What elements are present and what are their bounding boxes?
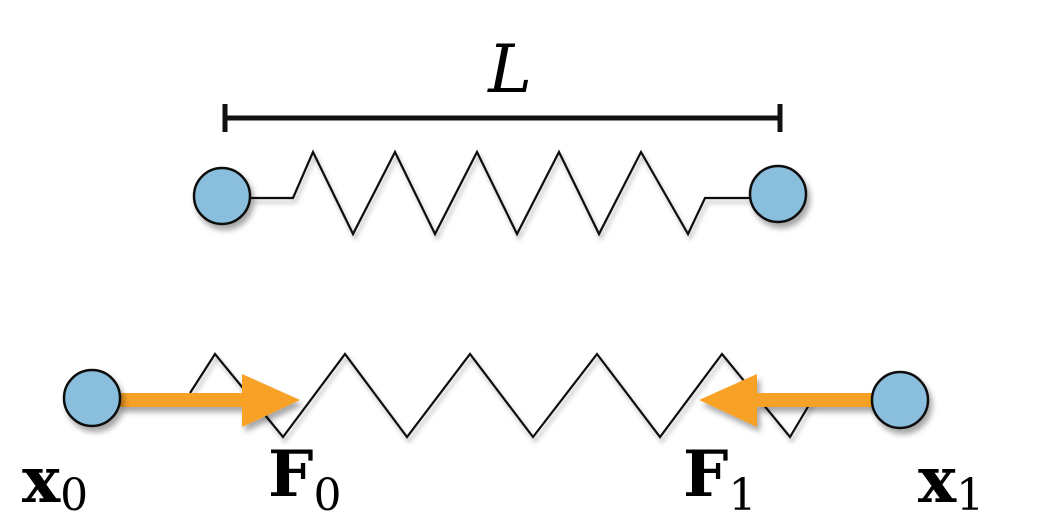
force-arrow-f1 xyxy=(699,374,878,427)
length-label: L xyxy=(487,31,532,108)
label-f1-base: F xyxy=(683,437,728,512)
label-f0-sub: 0 xyxy=(313,470,341,521)
force-arrow-f0 xyxy=(118,374,300,427)
label-x1: x1 xyxy=(918,443,984,521)
label-x1-sub: 1 xyxy=(956,470,984,521)
mass-x1 xyxy=(870,370,930,430)
length-bracket xyxy=(222,104,783,132)
label-f0-base: F xyxy=(268,437,313,512)
label-x0-base: x xyxy=(22,443,61,518)
label-x0: x0 xyxy=(22,443,88,521)
label-x0-sub: 0 xyxy=(60,470,88,521)
label-x1-base: x xyxy=(918,443,957,518)
compressed-spring-coil xyxy=(189,352,813,439)
rest-mass-right xyxy=(748,164,808,224)
rest-spring-coil xyxy=(250,149,750,237)
rest-mass-left xyxy=(192,166,252,226)
label-f0: F0 xyxy=(268,437,341,521)
label-f1: F1 xyxy=(683,437,756,521)
mass-x0 xyxy=(62,368,122,428)
label-f1-sub: 1 xyxy=(728,470,756,521)
